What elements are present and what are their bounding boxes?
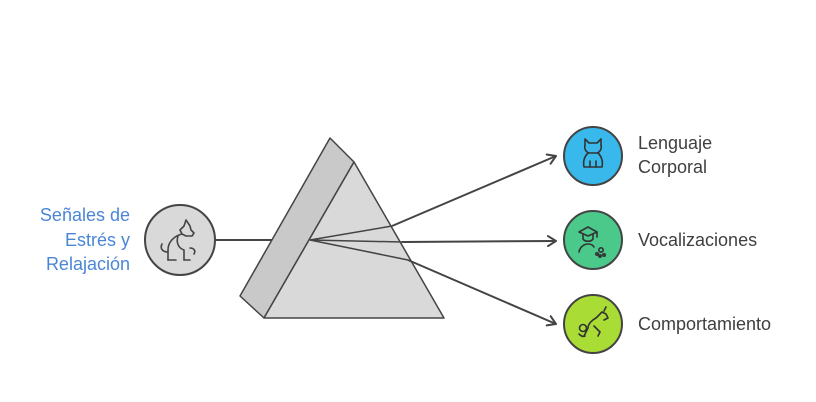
outgoing-arrows: [391, 153, 557, 327]
output-label-line: Lenguaje: [638, 133, 713, 153]
dog-icon: [160, 219, 196, 261]
source-node: [144, 204, 216, 276]
arrow-to-lenguaje: [391, 153, 557, 227]
output-circle-lenguaje: [563, 126, 623, 186]
trainer-paw-icon: [578, 226, 606, 259]
output-node-vocalizaciones: [563, 210, 623, 270]
output-node-lenguaje: [563, 126, 623, 186]
source-circle: [144, 204, 216, 276]
source-label-line: Relajación: [45, 254, 130, 274]
arrow-to-comportamiento: [407, 259, 557, 327]
dog-play-icon: [578, 306, 609, 338]
output-label-line: Corporal: [638, 157, 708, 177]
prism-front-face: [263, 161, 445, 319]
output-node-comportamiento: [563, 294, 623, 354]
source-label: Señales de Estrés y Relajación: [0, 203, 130, 277]
output-label-lenguaje: Lenguaje Corporal: [638, 131, 712, 179]
source-label-line: Estrés y: [64, 229, 130, 250]
output-label-line: Comportamiento: [638, 314, 772, 334]
arrow-to-vocalizaciones: [401, 235, 557, 248]
internal-rays: [309, 225, 409, 261]
output-label-line: Vocalizaciones: [638, 230, 758, 250]
cat-icon: [582, 138, 604, 168]
source-label-line: Señales de: [39, 205, 130, 225]
output-label-comportamiento: Comportamiento: [638, 312, 771, 336]
output-circle-comportamiento: [563, 294, 623, 354]
prism: [239, 137, 445, 319]
output-label-vocalizaciones: Vocalizaciones: [638, 228, 757, 252]
